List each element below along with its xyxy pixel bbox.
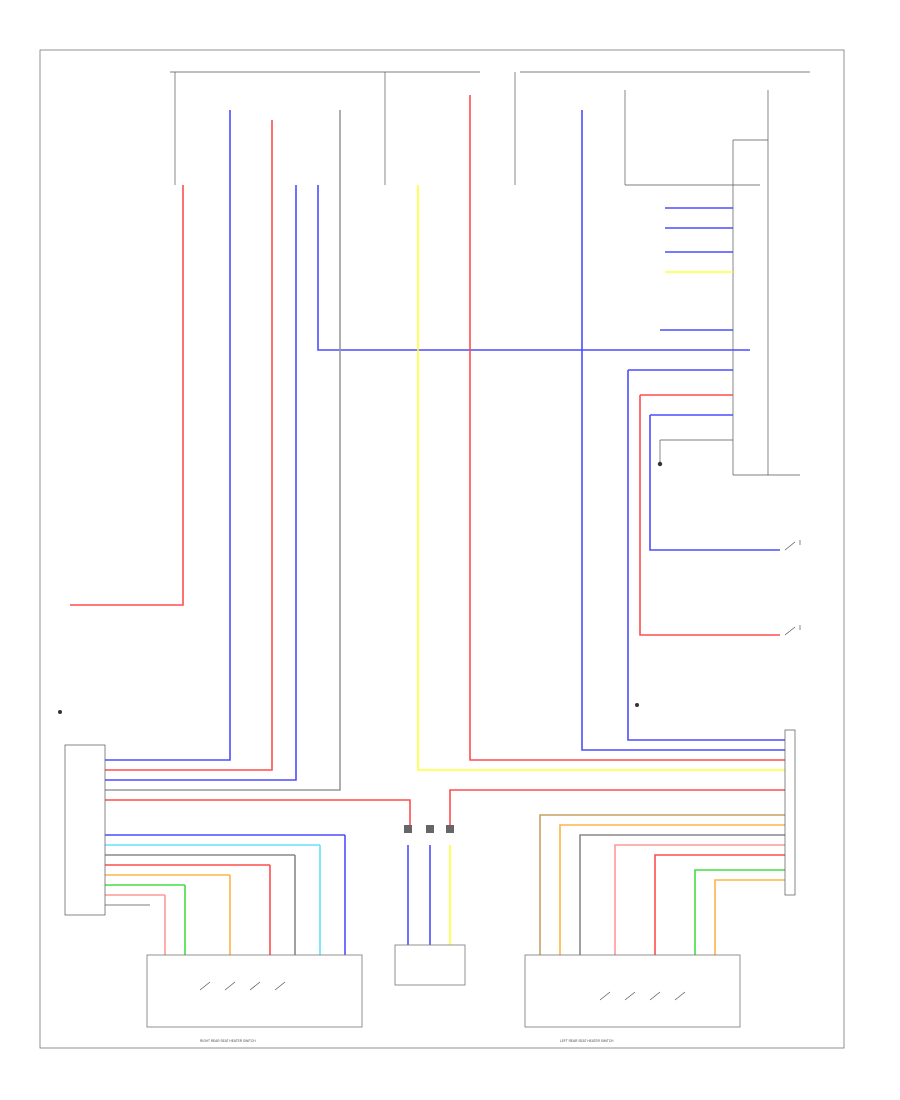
ground-icon: [657, 461, 663, 467]
left-switch-label: LEFT REAR SEAT HEATER SWITCH: [560, 1039, 614, 1043]
center-junction: [404, 789, 785, 945]
wire-red-left: [70, 185, 184, 606]
wire-yellow: [417, 185, 785, 771]
wire-blue-1: [105, 110, 231, 761]
right-connector-block: [784, 729, 796, 896]
diagram-frame: [39, 49, 845, 1049]
wire-group-top: [70, 95, 785, 791]
right-relay-wires: [627, 207, 785, 741]
right-rear-seat-heater-switch-box: [146, 954, 363, 1028]
wire-blue-2: [105, 185, 297, 781]
right-bus: [539, 814, 785, 955]
switch-contacts-right: [599, 991, 686, 1001]
right-switch-label: RIGHT REAR SEAT HEATER SWITCH: [200, 1039, 256, 1043]
switch-symbols: [784, 540, 801, 636]
wire-blue-3: [317, 185, 655, 351]
wire-red-2: [105, 120, 273, 771]
switch-contacts-left: [199, 981, 286, 991]
left-bus: [105, 799, 411, 906]
left-switch-wires: [164, 835, 346, 955]
ground-icon: [635, 703, 639, 707]
wire-gray-center: [105, 110, 341, 791]
top-fuse-row: [170, 71, 810, 476]
ground-icon: [58, 710, 62, 714]
center-connector-box: [394, 944, 466, 986]
wire-red-3: [469, 95, 785, 761]
wire-blue-4: [581, 110, 785, 751]
left-connector-block: [64, 744, 106, 916]
left-rear-seat-heater-switch-box: [524, 954, 741, 1028]
